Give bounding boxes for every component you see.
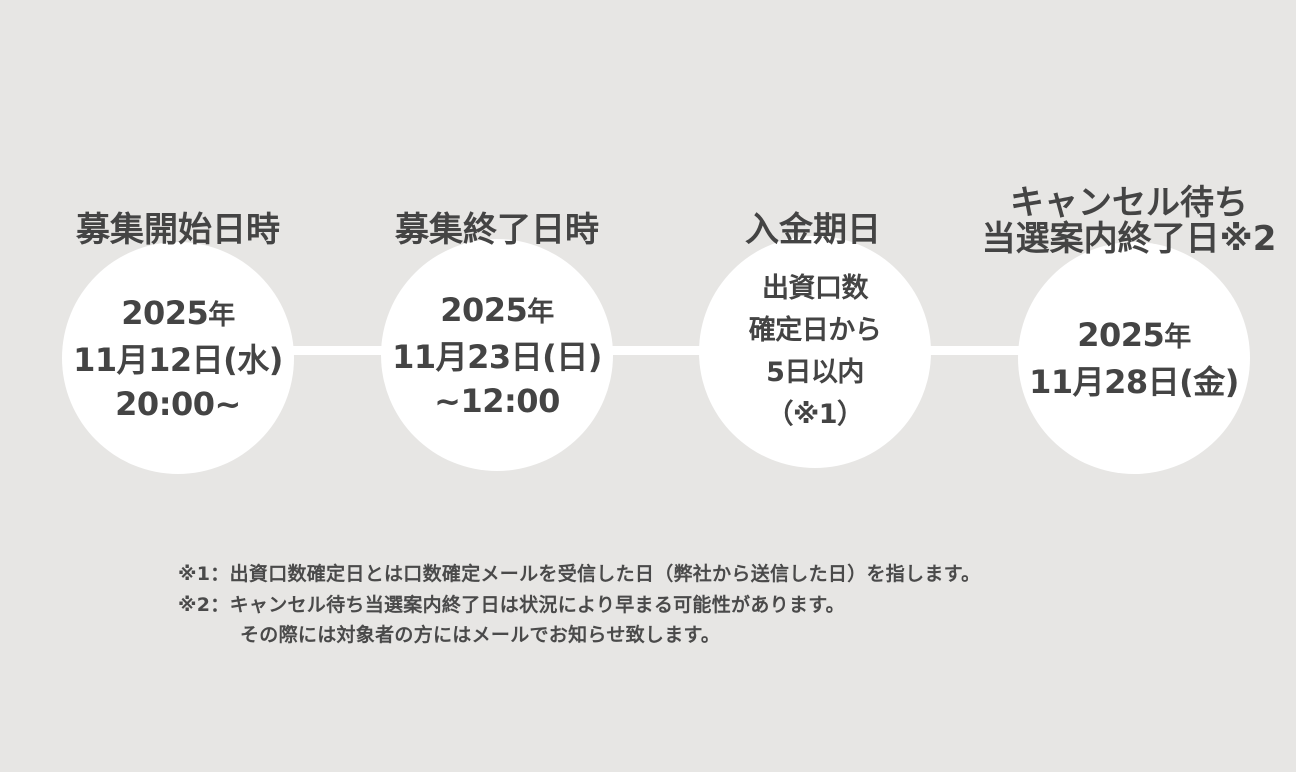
timeline-connector-line xyxy=(178,346,1134,355)
step-circle-cancellation-end: 2025年 11月28日(金) xyxy=(1018,242,1250,474)
payment-line-4: （※1） xyxy=(766,399,864,430)
step-circle-recruitment-start: 2025年 11月12日(水) 20:00~ xyxy=(62,242,294,474)
step-heading-payment-deadline: 入金期日 xyxy=(745,210,881,250)
time-line: ~12:00 xyxy=(434,381,560,420)
step-circle-recruitment-end: 2025年 11月23日(日) ~12:00 xyxy=(381,239,613,471)
step-circle-payment-deadline: 出資口数 確定日から 5日以内 （※1） xyxy=(699,236,931,468)
payment-line-3: 5日以内 xyxy=(766,357,864,388)
payment-line-1: 出資口数 xyxy=(762,273,869,304)
date-line: 11月28日(金) xyxy=(1029,362,1239,401)
footnote-1: ※1：出資口数確定日とは口数確定メールを受信した日（弊社から送信した日）を指しま… xyxy=(178,563,981,585)
footnote-2: ※2：キャンセル待ち当選案内終了日は状況により早まる可能性があります。 xyxy=(178,593,845,616)
footnote-2-continuation: その際には対象者の方にはメールでお知らせ致します。 xyxy=(240,624,721,646)
step-heading-recruitment-start: 募集開始日時 xyxy=(76,210,280,250)
date-line: 11月23日(日) xyxy=(392,337,602,376)
year-line: 2025年 xyxy=(440,290,554,329)
time-line: 20:00~ xyxy=(115,384,241,423)
payment-line-2: 確定日から xyxy=(748,315,882,346)
year-line: 2025年 xyxy=(121,293,235,332)
year-line: 2025年 xyxy=(1077,315,1191,354)
footnotes: ※1：出資口数確定日とは口数確定メールを受信した日（弊社から送信した日）を指しま… xyxy=(178,559,980,651)
date-line: 11月12日(水) xyxy=(73,340,283,379)
step-heading-recruitment-end: 募集終了日時 xyxy=(395,210,599,250)
step-heading-cancellation-end: キャンセル待ち 当選案内終了日※2 xyxy=(981,183,1277,259)
